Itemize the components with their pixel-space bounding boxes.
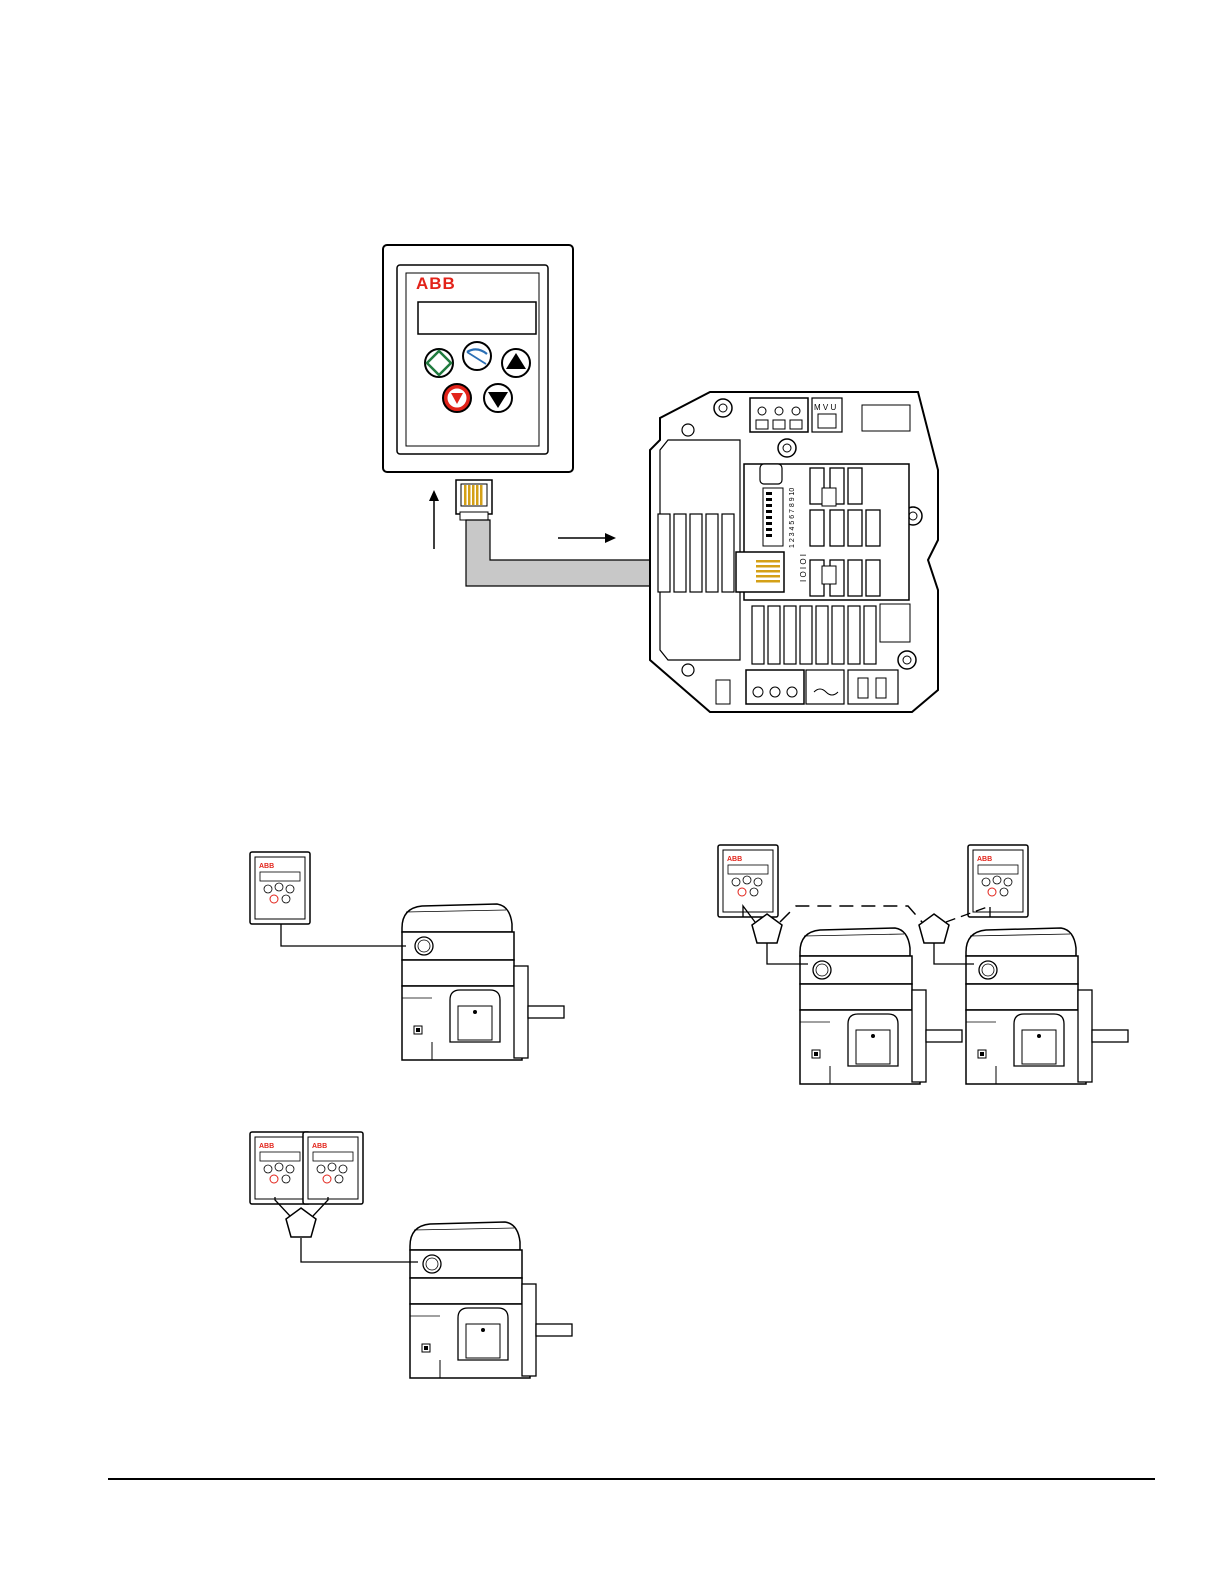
- abb-logo: ABB: [416, 274, 456, 293]
- terminal-marks: M V U: [814, 403, 836, 412]
- diagram-two-keypads-splitter: [250, 1132, 572, 1378]
- footer-rule: [108, 1478, 1155, 1480]
- drive-board-illustration: M V U 1 2 3 4 5 6 7 8 9 10 I O I O I: [650, 392, 938, 712]
- start-button[interactable]: [425, 349, 453, 377]
- stop-button[interactable]: [443, 384, 471, 412]
- back-button[interactable]: [463, 342, 491, 370]
- splitter-center: [286, 1208, 316, 1237]
- switch-label: I O I O I: [799, 554, 808, 582]
- up-button[interactable]: [502, 349, 530, 377]
- up-arrow-icon: [429, 490, 439, 549]
- splitter-left: [752, 914, 782, 943]
- splitter-right: [919, 914, 949, 943]
- down-button[interactable]: [484, 384, 512, 412]
- keypad-display: [418, 302, 536, 334]
- dashed-link: [780, 906, 922, 922]
- connection-line: [281, 924, 406, 946]
- rj45-connector: [456, 480, 492, 520]
- dip-switch-numbers: 1 2 3 4 5 6 7 8 9 10: [789, 488, 796, 548]
- diagram-two-motors-splitters: [718, 845, 1128, 1084]
- right-arrow-icon: [558, 533, 616, 543]
- keypad-illustration: ABB: [383, 245, 573, 472]
- diagram-single-keypad-motor: [250, 852, 564, 1060]
